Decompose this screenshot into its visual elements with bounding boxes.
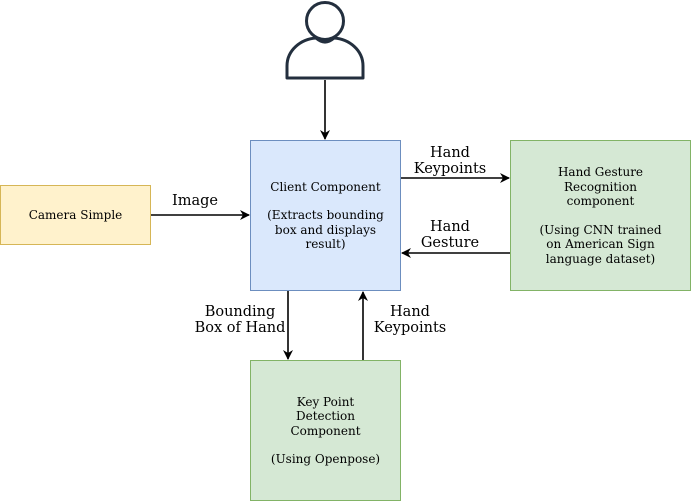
camera-simple-label: Camera Simple bbox=[28, 207, 123, 222]
client-component-detail: (Extracts bounding box and displays resu… bbox=[267, 208, 384, 251]
edge-label-hand-keypoints-to-client: Hand Keypoints bbox=[373, 304, 447, 336]
camera-simple-node: Camera Simple bbox=[0, 185, 151, 245]
hand-gesture-recognition-node: Hand Gesture Recognition component (Usin… bbox=[510, 140, 691, 291]
user-icon bbox=[285, 1, 365, 80]
hand-gesture-recognition-title: Hand Gesture Recognition component bbox=[557, 165, 644, 208]
key-point-detection-node: Key Point Detection Component (Using Ope… bbox=[250, 360, 401, 501]
hand-gesture-recognition-detail: (Using CNN trained on American Sign lang… bbox=[539, 222, 662, 266]
edge-label-image: Image bbox=[172, 193, 218, 209]
client-component-title: Client Component bbox=[270, 179, 381, 194]
edge-label-hand-gesture-to-client: Hand Gesture bbox=[420, 219, 480, 251]
client-component-node: Client Component (Extracts bounding box … bbox=[250, 140, 401, 291]
edge-label-bounding-box: Bounding Box of Hand bbox=[194, 304, 286, 336]
key-point-detection-title: Key Point Detection Component bbox=[290, 394, 361, 438]
edge-label-hand-keypoints-to-gesture: Hand Keypoints bbox=[413, 145, 487, 177]
key-point-detection-detail: (Using Openpose) bbox=[270, 452, 381, 466]
